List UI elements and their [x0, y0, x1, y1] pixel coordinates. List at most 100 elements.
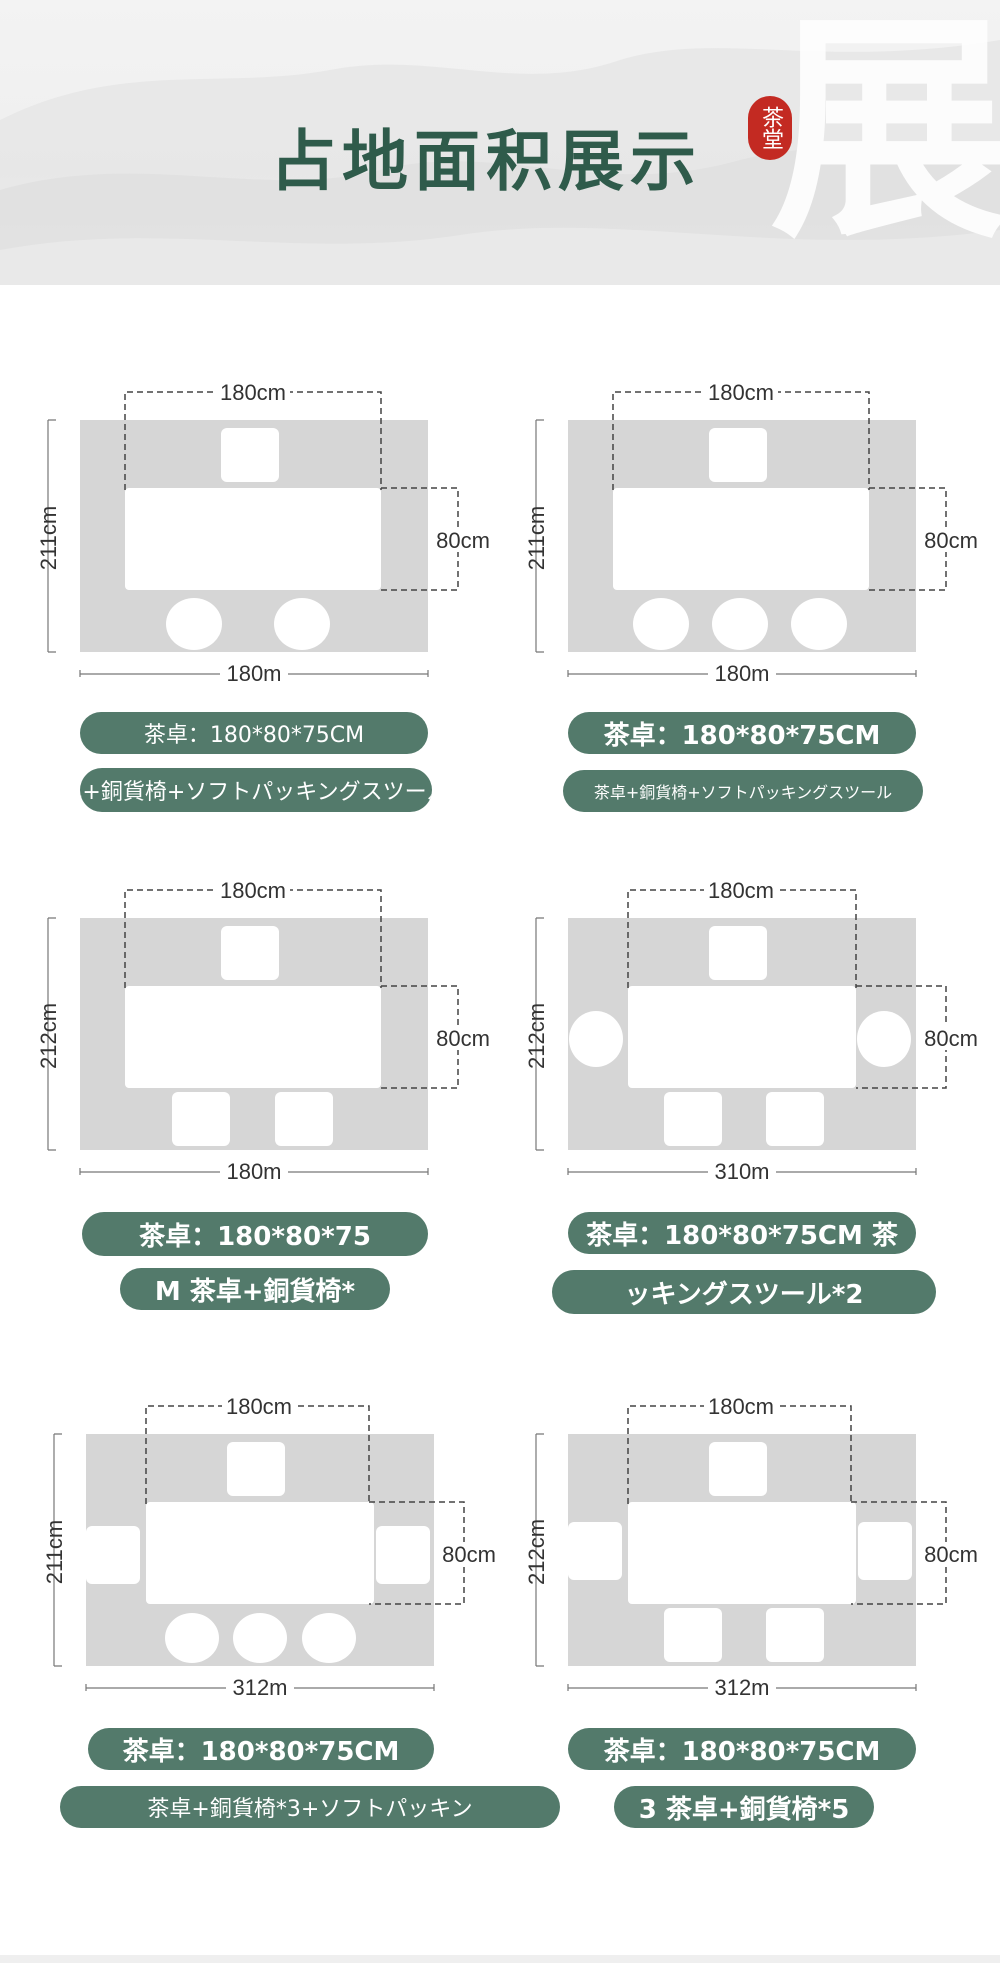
pill-set-text: M 茶卓+銅貨椅*	[154, 1276, 356, 1307]
depth-label: 80cm	[924, 1542, 978, 1567]
top-chair	[221, 428, 279, 482]
top-chair	[709, 428, 767, 482]
bottom-stool	[166, 598, 222, 650]
depth-label: 80cm	[924, 1026, 978, 1051]
pill-set: 茶卓+銅貨椅+ソフトパッキングスツール	[563, 770, 923, 812]
height-ruler	[535, 419, 544, 653]
bottom-stool	[712, 598, 768, 650]
seal-stamp: 茶堂	[748, 96, 792, 160]
pill-set-text: 3 茶卓+銅貨椅*5	[638, 1794, 850, 1825]
bottom-chair	[275, 1092, 333, 1146]
depth-label: 80cm	[436, 1026, 490, 1051]
pill-set: 茶卓+銅貨椅*3+ソフトパッキン	[60, 1786, 560, 1828]
side-chair	[568, 1522, 622, 1580]
width-label: 180cm	[708, 1394, 774, 1419]
width-dim-line	[627, 1405, 852, 1504]
header-banner: 展 占地面积展示 茶堂	[0, 0, 1000, 285]
tea-table	[125, 488, 381, 590]
height-ruler	[535, 917, 544, 1151]
depth-label: 80cm	[436, 528, 490, 553]
layout-panel-2: 180cm 80cm 211cm 180m	[518, 380, 998, 686]
top-chair	[221, 926, 279, 980]
top-chair	[709, 1442, 767, 1496]
pill-set-text: ッキングスツール*2	[624, 1279, 864, 1310]
bottom-chair	[172, 1092, 230, 1146]
tea-table	[628, 1502, 856, 1604]
tea-table	[613, 488, 869, 590]
pill-spec-text: 茶卓：180*80*75CM 茶	[586, 1220, 898, 1251]
pill-set: 3 茶卓+銅貨椅*5	[614, 1786, 874, 1828]
background-character: 展	[769, 0, 1000, 271]
pill-spec: 茶卓：180*80*75CM	[568, 1728, 916, 1770]
pill-set-text: 茶卓+銅貨椅+ソフトパッキングスツール*2	[80, 780, 432, 805]
pill-set: M 茶卓+銅貨椅*	[120, 1268, 390, 1310]
bottom-label: 310m	[714, 1159, 769, 1184]
side-chair	[376, 1526, 430, 1584]
pill-set-text: 茶卓+銅貨椅+ソフトパッキングスツール	[593, 783, 893, 802]
pill-spec-text: 茶卓：180*80*75CM	[143, 723, 365, 748]
depth-label: 80cm	[442, 1542, 496, 1567]
bottom-chair	[766, 1092, 824, 1146]
height-label: 212cm	[524, 1003, 549, 1069]
pill-spec: 茶卓：180*80*75CM	[88, 1728, 434, 1770]
bottom-chair	[766, 1608, 824, 1662]
width-label: 180cm	[220, 878, 286, 903]
height-label: 211cm	[524, 506, 549, 570]
top-chair	[709, 926, 767, 980]
width-label: 180cm	[708, 878, 774, 903]
layout-panel-5: 180cm 80cm 211cm 312m	[36, 1394, 516, 1700]
bottom-stool	[791, 598, 847, 650]
pill-spec: 茶卓：180*80*75CM	[80, 712, 428, 754]
pill-spec: 茶卓：180*80*75	[82, 1212, 428, 1256]
height-label: 211cm	[42, 1520, 67, 1584]
pill-set-text: 茶卓+銅貨椅*3+ソフトパッキン	[147, 1797, 473, 1822]
tea-table	[146, 1502, 374, 1604]
side-stool	[569, 1011, 623, 1067]
bottom-label: 180m	[226, 661, 281, 686]
height-label: 212cm	[524, 1519, 549, 1585]
width-label: 180cm	[220, 380, 286, 405]
page-title: 占地面积展示	[270, 122, 702, 200]
bottom-chair	[664, 1608, 722, 1662]
side-chair	[86, 1526, 140, 1584]
layout-panel-1: 180cm 80cm 211cm 180m	[30, 380, 510, 686]
bottom-stool	[233, 1613, 287, 1663]
pill-spec: 茶卓：180*80*75CM 茶	[568, 1212, 916, 1254]
height-label: 211cm	[36, 506, 61, 570]
height-ruler	[47, 917, 56, 1151]
side-stool	[857, 1011, 911, 1067]
height-label: 212cm	[36, 1003, 61, 1069]
width-dim-line	[145, 1405, 370, 1504]
tea-table	[125, 986, 381, 1088]
pill-spec: 茶卓：180*80*75CM	[568, 712, 916, 754]
height-ruler	[535, 1433, 544, 1667]
pill-set: 茶卓+銅貨椅+ソフトパッキングスツール*2	[80, 768, 432, 812]
pill-spec-text: 茶卓：180*80*75CM	[603, 720, 881, 751]
depth-label: 80cm	[924, 528, 978, 553]
pill-spec-text: 茶卓：180*80*75CM	[122, 1736, 400, 1767]
bottom-label: 312m	[714, 1675, 769, 1700]
width-label: 180cm	[708, 380, 774, 405]
bottom-stool	[302, 1613, 356, 1663]
bottom-stool	[165, 1613, 219, 1663]
layout-panel-4: 180cm 80cm 212cm 310m	[518, 878, 998, 1184]
height-ruler	[47, 419, 56, 653]
pill-spec-text: 茶卓：180*80*75CM	[603, 1736, 881, 1767]
bottom-stool	[633, 598, 689, 650]
height-ruler	[53, 1433, 62, 1667]
top-chair	[227, 1442, 285, 1496]
bottom-divider	[0, 1955, 1000, 1963]
mountain-background	[0, 40, 1000, 285]
bottom-label: 180m	[714, 661, 769, 686]
bottom-label: 312m	[232, 1675, 287, 1700]
width-label: 180cm	[226, 1394, 292, 1419]
layout-panel-3: 180cm 80cm 212cm 180m	[30, 878, 510, 1184]
bottom-label: 180m	[226, 1159, 281, 1184]
tea-table	[628, 986, 856, 1088]
bottom-chair	[664, 1092, 722, 1146]
layout-panel-6: 180cm 80cm 212cm 312m	[518, 1394, 998, 1700]
side-chair	[858, 1522, 912, 1580]
pill-spec-text: 茶卓：180*80*75	[139, 1221, 371, 1252]
pill-set: ッキングスツール*2	[552, 1270, 936, 1314]
bottom-stool	[274, 598, 330, 650]
